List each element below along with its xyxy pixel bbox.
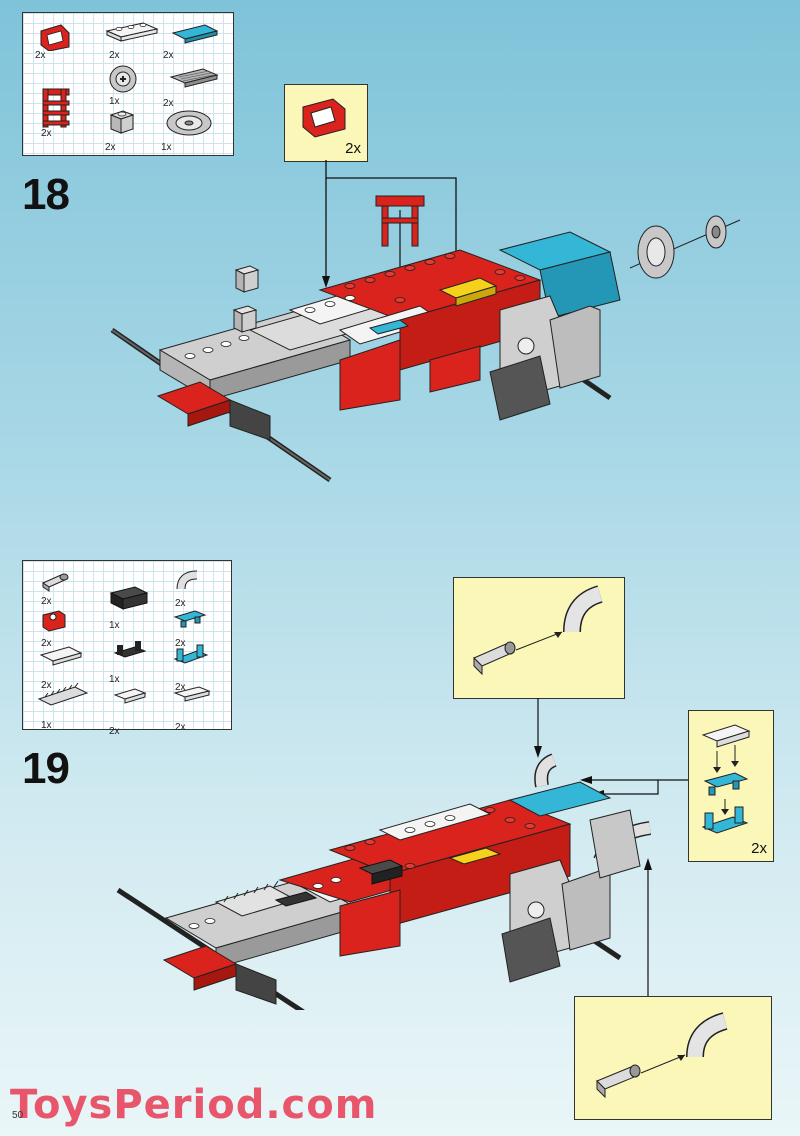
red-ladder-icon [42,88,70,128]
part-pulley: 1x [161,107,221,153]
part-grille: 2x [163,63,225,109]
red-slope-brick-icon [40,24,70,52]
step19-parts-list: 2x 1x 2x 2x 1x 2x 2x 2x 1x 2x 2x [22,560,232,737]
part-red-slope: 2x [35,21,95,61]
part-qty: 2x [175,722,186,733]
white-plate-icon [105,22,159,42]
white-plate-icon [39,646,83,666]
red-hinge-icon [42,610,66,632]
cyan-clip-icon [173,644,209,664]
part-grey-brick: 2x [105,105,165,153]
part-black-brick: 1x [105,581,165,631]
part-qty: 2x [41,128,52,139]
part-qty: 1x [109,620,120,631]
grey-brick-icon [109,110,135,134]
step19-model-illustration [116,698,688,1010]
part-grey-tube: 2x [37,569,97,609]
cyan-tile-icon [171,24,219,44]
part-qty: 2x [105,142,116,153]
grey-bent-pipe-icon [176,570,198,590]
part-qty: 2x [175,682,186,693]
gear-icon [109,65,137,93]
part-qty: 2x [163,50,174,61]
watermark-logo: ToysPeriod.com [10,1082,378,1128]
white-small-plate-icon [113,688,147,704]
step19-callout-tube-pipe-bottom [574,996,772,1120]
part-qty: 2x [35,50,46,61]
part-white-plate: 2x [103,19,163,61]
part-qty: 2x [41,638,52,649]
part-bent-pipe: 2x [171,567,231,609]
tube-to-pipe-diagram [473,585,603,676]
part-cyan-plate-clip: 2x [171,603,231,649]
part-cyan-clip: 2x [171,641,231,693]
black-brick-icon [109,586,149,610]
step19-callout-tube-pipe-top [453,577,625,699]
step18-model-illustration [110,160,741,483]
red-slope-brick-icon [302,98,346,138]
part-qty: 2x [175,638,186,649]
part-qty: 1x [109,674,120,685]
part-qty: 1x [41,720,52,731]
grey-rack-icon [37,682,89,706]
part-grey-rack: 1x [35,681,95,731]
part-qty: 1x [109,96,120,107]
part-black-clip: 1x [109,637,169,685]
part-gear: 1x [103,63,163,107]
part-qty: 2x [109,50,120,61]
grey-grille-plate-icon [169,68,219,88]
callout-qty: 2x [345,140,361,157]
part-qty: 2x [175,598,186,609]
white-plate-2-icon [173,686,211,702]
grey-tube-icon [41,573,69,592]
part-cyan-tile: 2x [163,19,225,61]
part-qty: 2x [41,596,52,607]
cyan-plate-clip-icon [173,610,207,628]
step-number-19: 19 [22,744,70,793]
part-white-plate-a: 2x [37,641,97,691]
part-qty: 2x [163,98,174,109]
black-clip-icon [113,641,147,658]
plate-clip-assembly-diagram [701,724,751,834]
page-number: 50 [12,1110,24,1121]
part-qty: 1x [161,142,172,153]
step19-callout-cyan-clip: 2x [688,710,774,862]
tube-to-pipe-diagram [596,1012,728,1099]
part-white-plate-b: 2x [171,681,231,733]
callout-qty: 2x [751,840,767,857]
part-white-small-plate: 2x [109,683,169,737]
step-number-18: 18 [22,170,70,219]
part-red-hinge: 2x [37,605,97,649]
part-qty: 2x [109,726,120,737]
step18-callout: 2x [284,84,368,162]
step18-parts-list: 2x 2x 2x 1x 2x 2x 2x 1x [22,12,234,156]
part-red-ladder: 2x [35,81,95,139]
part-qty: 2x [41,680,52,691]
pulley-wheel-icon [166,110,212,136]
